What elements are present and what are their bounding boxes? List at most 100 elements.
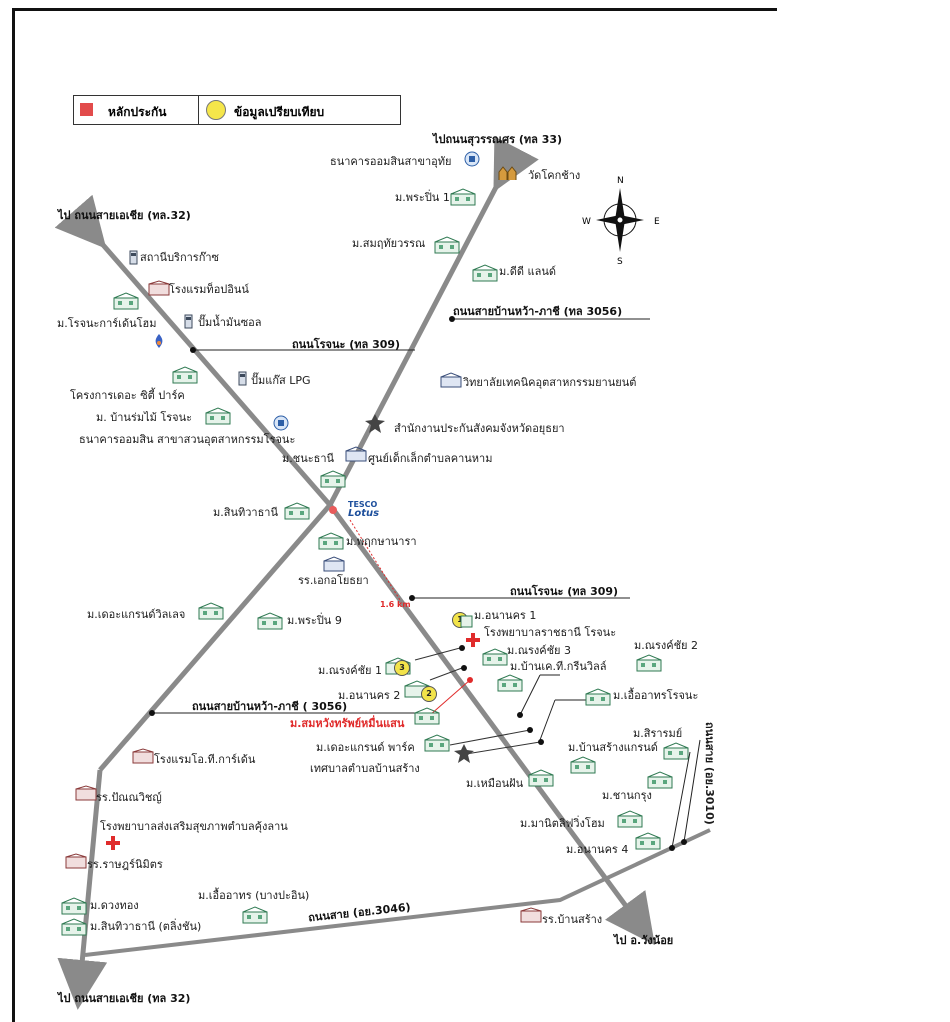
road-label-asia-bottom: ไป ถนนสายเอเชีย (ทล 32): [58, 992, 191, 1005]
comparison-marker-3: 3: [394, 660, 410, 676]
place-rajthani-hosp: โรงพยาบาลราชธานี โรจนะ: [484, 626, 617, 639]
road-label-wang-noi: ไป อ.วังน้อย: [614, 934, 674, 947]
road-label-suvarnasorn: ไปถนนสุวรรณศร (ทล 33): [433, 133, 563, 146]
housing-icon: [242, 906, 268, 924]
place-grand-park: ม.เดอะแกรนด์ พาร์ค: [316, 741, 415, 754]
place-ratniyomit: รร.ราษฎร์นิมิตร: [87, 858, 163, 871]
garuda-emblem-icon: [365, 414, 385, 433]
svg-text:S: S: [617, 257, 623, 264]
housing-icon: [617, 810, 643, 828]
map-legend: หลักประกัน ข้อมูลเปรียบเทียบ: [73, 95, 401, 125]
place-grand-village: ม.เดอะแกรนด์วิลเลจ: [87, 608, 186, 621]
housing-icon: [585, 688, 611, 706]
frame-left-border: [12, 8, 15, 1022]
tesco-lotus-point: [329, 506, 337, 514]
housing-icon: [205, 407, 231, 425]
place-tech-college: วิทยาลัยเทคนิคอุตสาหกรรมยานยนต์: [463, 376, 637, 389]
place-banrommai: ม. บ้านร่มไม้ โรจนะ: [96, 411, 193, 424]
housing-icon: [497, 674, 523, 692]
place-anan1: ม.อนานคร 1: [474, 609, 537, 622]
road-asia-south: [57, 769, 108, 1010]
housing-icon: [257, 612, 283, 630]
place-gsb-rojana: ธนาคารออมสิน สาขาสวนอุตสาหกรรมโรจนะ: [79, 433, 296, 446]
distance-label: 1.6 km: [380, 600, 411, 609]
place-narongchai1: ม.ณรงค์ชัย 1: [318, 664, 382, 677]
college-icon: [440, 372, 462, 388]
housing-icon: [320, 470, 346, 488]
housing-icon: [198, 602, 224, 620]
place-sinthawee: ม.สินทิวาธานี: [213, 506, 278, 519]
road-rojana-se: [327, 503, 655, 946]
svg-text:W: W: [582, 217, 591, 227]
frame-top-border: [12, 8, 777, 11]
hotel-icon: [148, 280, 170, 296]
housing-icon: [172, 366, 198, 384]
fire-icon: [155, 334, 163, 348]
comparison-swatch: [206, 100, 226, 120]
housing-icon: [61, 897, 87, 915]
housing-icon: [434, 236, 460, 254]
place-chan-krung: ม.ชานกรุง: [602, 789, 652, 802]
place-sinthawee-talingchan: ม.สินทิวาธานี (ตลิ่งชัน): [90, 920, 202, 933]
school-icon: [65, 853, 87, 869]
comparison-marker-2: 2: [421, 686, 437, 702]
place-somruethai: ม.สมฤทัยวรรณ: [352, 237, 426, 250]
hospital-cross-icon: [466, 633, 480, 647]
school-icon: [345, 446, 367, 462]
road-asia-nw: [54, 194, 332, 507]
place-phraphin9: ม.พระปิ่น 9: [287, 614, 342, 627]
housing-icon: [528, 769, 554, 787]
place-muean-fan: ม.เหมือนฝัน: [466, 777, 524, 790]
bank-icon: [464, 151, 480, 167]
place-anan4: ม.อนานคร 4: [566, 843, 629, 856]
place-health-hosp: โรงพยาบาลส่งเสริมสุขภาพตำบลคุ้งลาน: [100, 820, 288, 833]
place-gas-station: สถานีบริการก๊าซ: [140, 251, 220, 264]
subject-property-label: ม.สมหวังทรัพย์หมื่นแสน: [290, 717, 405, 730]
place-lpg-pump: ปั๊มแก๊ส LPG: [251, 374, 311, 387]
housing-icon: [318, 532, 344, 550]
place-bankt-green: ม.บ้านเค.ที.กรีนวิลล์: [510, 660, 607, 673]
place-narongchai3: ม.ณรงค์ชัย 3: [507, 644, 571, 657]
housing-icon: [472, 264, 498, 282]
place-didi-land: ม.ดีดี แลนด์: [499, 265, 557, 278]
place-otgarden: โรงแรมโอ.ที.การ์เด้น: [154, 753, 256, 766]
collateral-swatch: [80, 103, 93, 116]
road-suvarnasorn-ne: [327, 136, 539, 507]
place-rojana-garden: ม.โรจนะการ์เด้นโฮม: [57, 317, 157, 330]
place-oil-pump: ปั๊มน้ำมันซอล: [198, 316, 262, 329]
bank-icon: [273, 415, 289, 431]
housing-icon: [647, 771, 673, 789]
road-3046: [84, 828, 711, 957]
road-label-rojana-right: ถนนโรจนะ (ทล 309): [510, 585, 619, 598]
place-wat-khok-chang: วัดโคกช้าง: [528, 169, 581, 182]
housing-icon: [61, 918, 87, 936]
road-label-banwa-bottom: ถนนสายบ้านหว้า-ภาชี ( 3056): [192, 700, 348, 713]
place-manit: ม.มานิตลิฟวิ่งโฮม: [520, 817, 605, 830]
temple-icon: [498, 166, 517, 180]
place-top-inn: โรงแรมท็อปอินน์: [169, 283, 249, 296]
school-icon: [323, 556, 345, 572]
housing-icon: [414, 707, 440, 725]
place-bansang-grand: ม.บ้านสร้างแกรนด์: [568, 741, 658, 754]
place-muni-bansang: เทศบาลตำบลบ้านสร้าง: [310, 762, 420, 775]
legend-comparison-label: ข้อมูลเปรียบเทียบ: [234, 105, 325, 119]
place-sirarom: ม.สิรารมย์: [633, 727, 683, 740]
school-icon: [520, 907, 542, 923]
legend-collateral-label: หลักประกัน: [108, 105, 167, 119]
housing-icon: [424, 734, 450, 752]
place-duangthong: ม.ดวงทอง: [90, 899, 139, 912]
hotel-icon: [132, 748, 154, 764]
place-the-city-park: โครงการเดอะ ซิตี้ ปาร์ค: [70, 389, 185, 402]
place-child-center: ศูนย์เด็กเล็กตำบลคานหาม: [368, 452, 493, 465]
place-ekkochaiya: รร.เอกอโยธยา: [298, 574, 369, 587]
place-uea-bangpain: ม.เอื้ออาทร (บางปะอิน): [198, 889, 310, 902]
compass-rose-icon: N W E S: [582, 176, 660, 264]
housing-icon: [636, 654, 662, 672]
place-chonthani: ม.ชนะธานี: [282, 452, 335, 465]
place-uea-rojana: ม.เอื้ออาทรโรจนะ: [613, 689, 699, 702]
road-label-3010: ถนนสาย (อย.3010): [703, 722, 716, 825]
place-phraphin11: ม.พระปิ่น 11: [395, 191, 457, 204]
road-label-banwa-top: ถนนสายบ้านหว้า-ภาชี (ทล 3056): [453, 305, 623, 318]
hospital-cross-icon: [106, 836, 120, 850]
